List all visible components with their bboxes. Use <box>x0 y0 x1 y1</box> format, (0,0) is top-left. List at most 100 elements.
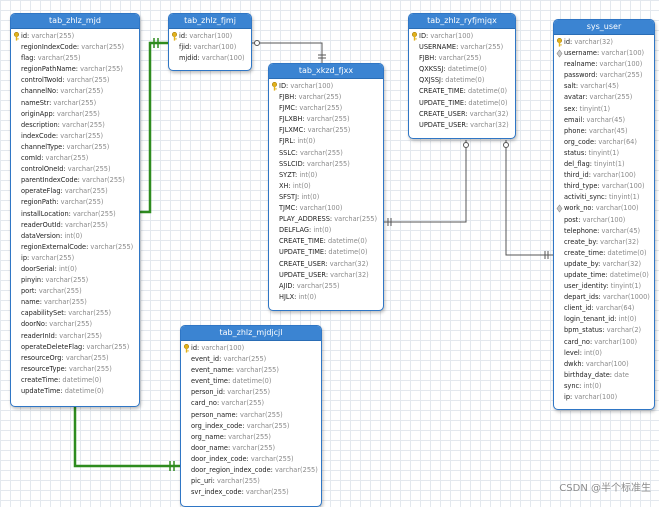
column-row[interactable]: name: varchar(255) <box>11 297 139 308</box>
column-row[interactable]: resourceOrg: varchar(255) <box>11 353 139 364</box>
table-header[interactable]: tab_zhlz_fjmj <box>169 14 251 29</box>
column-row[interactable]: ID: varchar(100) <box>409 31 515 42</box>
column-row[interactable]: id: varchar(100) <box>181 343 321 354</box>
column-row[interactable]: email: varchar(45) <box>554 115 654 126</box>
column-row[interactable]: CREATE_TIME: datetime(0) <box>269 236 383 247</box>
column-row[interactable]: sync: int(0) <box>554 381 654 392</box>
column-row[interactable]: org_name: varchar(255) <box>181 432 321 443</box>
column-row[interactable]: installLocation: varchar(255) <box>11 209 139 220</box>
table-tab-zhlz-mjd[interactable]: tab_zhlz_mjd id: varchar(255)regionIndex… <box>10 13 140 407</box>
table-header[interactable]: tab_zhlz_mjd <box>11 14 139 29</box>
column-row[interactable]: regionPath: varchar(255) <box>11 197 139 208</box>
relation-mjd-mjdjcjl[interactable] <box>73 405 180 471</box>
column-row[interactable]: login_tenant_id: int(0) <box>554 314 654 325</box>
column-row[interactable]: work_no: varchar(100) <box>554 203 654 214</box>
column-row[interactable]: regionPathName: varchar(255) <box>11 64 139 75</box>
column-row[interactable]: mjdid: varchar(100) <box>169 53 251 64</box>
relation-ryfjmjqx-sysuser[interactable] <box>503 140 554 259</box>
column-row[interactable]: HJLX: int(0) <box>269 292 383 303</box>
column-row[interactable]: ip: varchar(255) <box>11 253 139 264</box>
column-row[interactable]: dataVersion: int(0) <box>11 231 139 242</box>
column-row[interactable]: FJMC: varchar(255) <box>269 103 383 114</box>
column-row[interactable]: password: varchar(255) <box>554 70 654 81</box>
column-row[interactable]: event_time: datetime(0) <box>181 376 321 387</box>
column-row[interactable]: operateFlag: varchar(255) <box>11 186 139 197</box>
column-row[interactable]: org_code: varchar(64) <box>554 137 654 148</box>
column-row[interactable]: door_index_code: varchar(255) <box>181 454 321 465</box>
table-sys-user[interactable]: sys_user id: varchar(32)username: varcha… <box>553 19 655 410</box>
column-row[interactable]: TJMC: varchar(100) <box>269 203 383 214</box>
column-row[interactable]: person_name: varchar(255) <box>181 410 321 421</box>
column-row[interactable]: doorNo: varchar(255) <box>11 319 139 330</box>
column-row[interactable]: id: varchar(255) <box>11 31 139 42</box>
column-row[interactable]: person_id: varchar(255) <box>181 387 321 398</box>
relation-ryfjmjqx-fjxx[interactable] <box>382 140 469 226</box>
column-row[interactable]: ip: varchar(100) <box>554 392 654 403</box>
column-row[interactable]: phone: varchar(45) <box>554 126 654 137</box>
column-row[interactable]: level: int(0) <box>554 348 654 359</box>
column-row[interactable]: depart_ids: varchar(1000) <box>554 292 654 303</box>
column-row[interactable]: createTime: datetime(0) <box>11 375 139 386</box>
column-row[interactable]: channelType: varchar(255) <box>11 142 139 153</box>
column-row[interactable]: indexCode: varchar(255) <box>11 131 139 142</box>
column-row[interactable]: del_flag: tinyint(1) <box>554 159 654 170</box>
column-row[interactable]: originApp: varchar(255) <box>11 109 139 120</box>
column-row[interactable]: controlOneId: varchar(255) <box>11 164 139 175</box>
column-row[interactable]: activiti_sync: tinyint(1) <box>554 192 654 203</box>
column-row[interactable]: post: varchar(100) <box>554 215 654 226</box>
column-row[interactable]: pinyin: varchar(255) <box>11 275 139 286</box>
column-row[interactable]: capabilitySet: varchar(255) <box>11 308 139 319</box>
column-row[interactable]: client_id: varchar(64) <box>554 303 654 314</box>
column-row[interactable]: CREATE_USER: varchar(32) <box>409 109 515 120</box>
column-row[interactable]: org_index_code: varchar(255) <box>181 421 321 432</box>
column-row[interactable]: regionIndexCode: varchar(255) <box>11 42 139 53</box>
table-header[interactable]: sys_user <box>554 20 654 35</box>
column-row[interactable]: description: varchar(255) <box>11 120 139 131</box>
column-row[interactable]: port: varchar(255) <box>11 286 139 297</box>
column-row[interactable]: QXKSSJ: datetime(0) <box>409 64 515 75</box>
column-row[interactable]: ID: varchar(100) <box>269 81 383 92</box>
column-row[interactable]: third_id: varchar(100) <box>554 170 654 181</box>
column-row[interactable]: resourceType: varchar(255) <box>11 364 139 375</box>
column-row[interactable]: birthday_date: date <box>554 370 654 381</box>
column-row[interactable]: DELFLAG: int(0) <box>269 225 383 236</box>
column-row[interactable]: SFSTJ: int(0) <box>269 192 383 203</box>
column-row[interactable]: parentIndexCode: varchar(255) <box>11 175 139 186</box>
column-row[interactable]: UPDATE_TIME: datetime(0) <box>269 247 383 258</box>
table-header[interactable]: tab_zhlz_mjdjcjl <box>181 326 321 341</box>
column-row[interactable]: update_time: datetime(0) <box>554 270 654 281</box>
column-row[interactable]: regionExternalCode: varchar(255) <box>11 242 139 253</box>
column-row[interactable]: card_no: varchar(255) <box>181 398 321 409</box>
column-row[interactable]: FJRL: int(0) <box>269 136 383 147</box>
column-row[interactable]: username: varchar(100) <box>554 48 654 59</box>
table-tab-xkzd-fjxx[interactable]: tab_xkzd_fjxx ID: varchar(100)FJBH: varc… <box>268 63 384 311</box>
column-row[interactable]: bpm_status: varchar(2) <box>554 325 654 336</box>
relation-mjd-fjmj[interactable] <box>138 38 168 214</box>
column-row[interactable]: create_time: datetime(0) <box>554 248 654 259</box>
column-row[interactable]: SSLC: varchar(255) <box>269 148 383 159</box>
column-row[interactable]: comId: varchar(255) <box>11 153 139 164</box>
column-row[interactable]: dwkh: varchar(100) <box>554 359 654 370</box>
column-row[interactable]: doorSerial: int(0) <box>11 264 139 275</box>
column-row[interactable]: third_type: varchar(100) <box>554 181 654 192</box>
column-row[interactable]: event_id: varchar(255) <box>181 354 321 365</box>
column-row[interactable]: updateTime: datetime(0) <box>11 386 139 397</box>
column-row[interactable]: FJLXBH: varchar(255) <box>269 114 383 125</box>
column-row[interactable]: id: varchar(100) <box>169 31 251 42</box>
column-row[interactable]: operateDeleteFlag: varchar(255) <box>11 342 139 353</box>
table-tab-zhlz-mjdjcjl[interactable]: tab_zhlz_mjdjcjl id: varchar(100)event_i… <box>180 325 322 507</box>
table-tab-zhlz-fjmj[interactable]: tab_zhlz_fjmj id: varchar(100)fjid: varc… <box>168 13 252 71</box>
column-row[interactable]: event_name: varchar(255) <box>181 365 321 376</box>
column-row[interactable]: QXJSSJ: datetime(0) <box>409 75 515 86</box>
column-row[interactable]: UPDATE_TIME: datetime(0) <box>409 98 515 109</box>
column-row[interactable]: svr_index_code: varchar(255) <box>181 487 321 498</box>
column-row[interactable]: SSLCID: varchar(255) <box>269 159 383 170</box>
column-row[interactable]: sex: tinyint(1) <box>554 104 654 115</box>
column-row[interactable]: controlTwoId: varchar(255) <box>11 75 139 86</box>
column-row[interactable]: id: varchar(32) <box>554 37 654 48</box>
relation-fjmj-fjxx[interactable] <box>250 40 326 64</box>
column-row[interactable]: status: tinyint(1) <box>554 148 654 159</box>
column-row[interactable]: FJLXMC: varchar(255) <box>269 125 383 136</box>
column-row[interactable]: UPDATE_USER: varchar(32) <box>409 120 515 131</box>
column-row[interactable]: CREATE_USER: varchar(32) <box>269 259 383 270</box>
